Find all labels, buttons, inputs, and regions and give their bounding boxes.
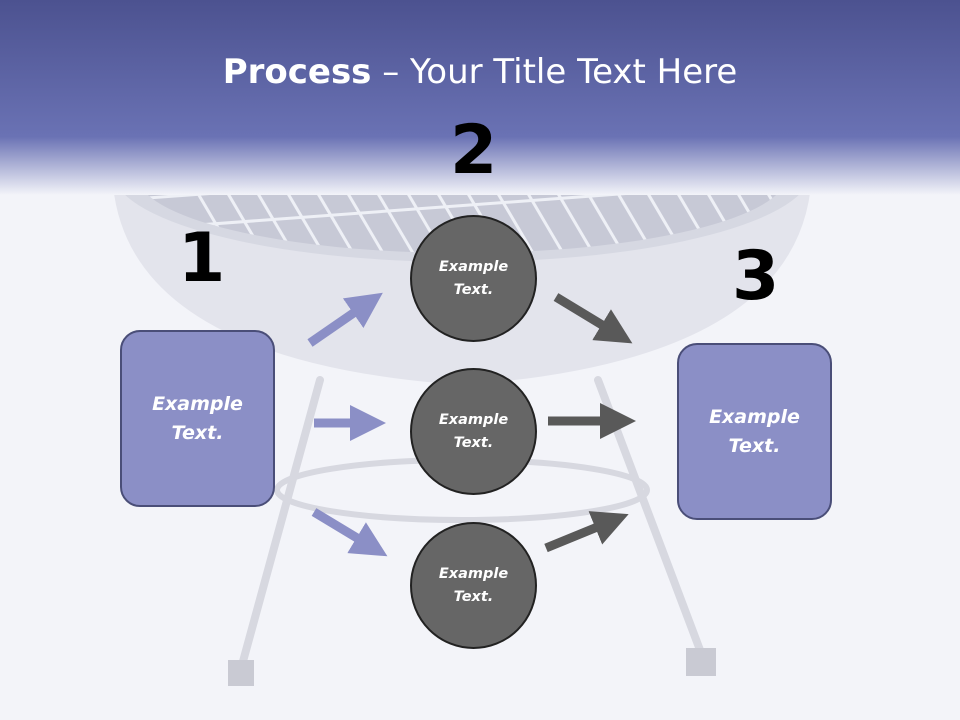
title-bold-part: Process [222,52,372,92]
arrow-left-to-top [307,292,383,347]
arrow-bottom-to-right [544,511,629,553]
circle-middle[interactable]: Example Text. [410,368,537,495]
arrow-top-to-right [553,293,633,344]
title-rest-part: – Your Title Text Here [371,52,738,92]
step-number-2: 2 [450,111,498,190]
slide-title: Process – Your Title Text Here [0,52,960,92]
right-box-text: Example Text. [709,405,800,457]
circle-top-text: Example Text. [438,258,509,298]
arrow-left-to-bottom [311,508,388,557]
circle-bottom[interactable]: Example Text. [410,522,537,649]
circle-bottom-text: Example Text. [438,565,509,605]
step-number-1: 1 [178,219,226,298]
circle-top[interactable]: Example Text. [410,215,537,342]
step-number-3: 3 [732,237,780,316]
right-process-box[interactable]: Example Text. [677,343,832,520]
left-process-box[interactable]: Example Text. [120,330,275,507]
left-box-text: Example Text. [152,392,243,444]
circle-middle-text: Example Text. [438,411,509,451]
